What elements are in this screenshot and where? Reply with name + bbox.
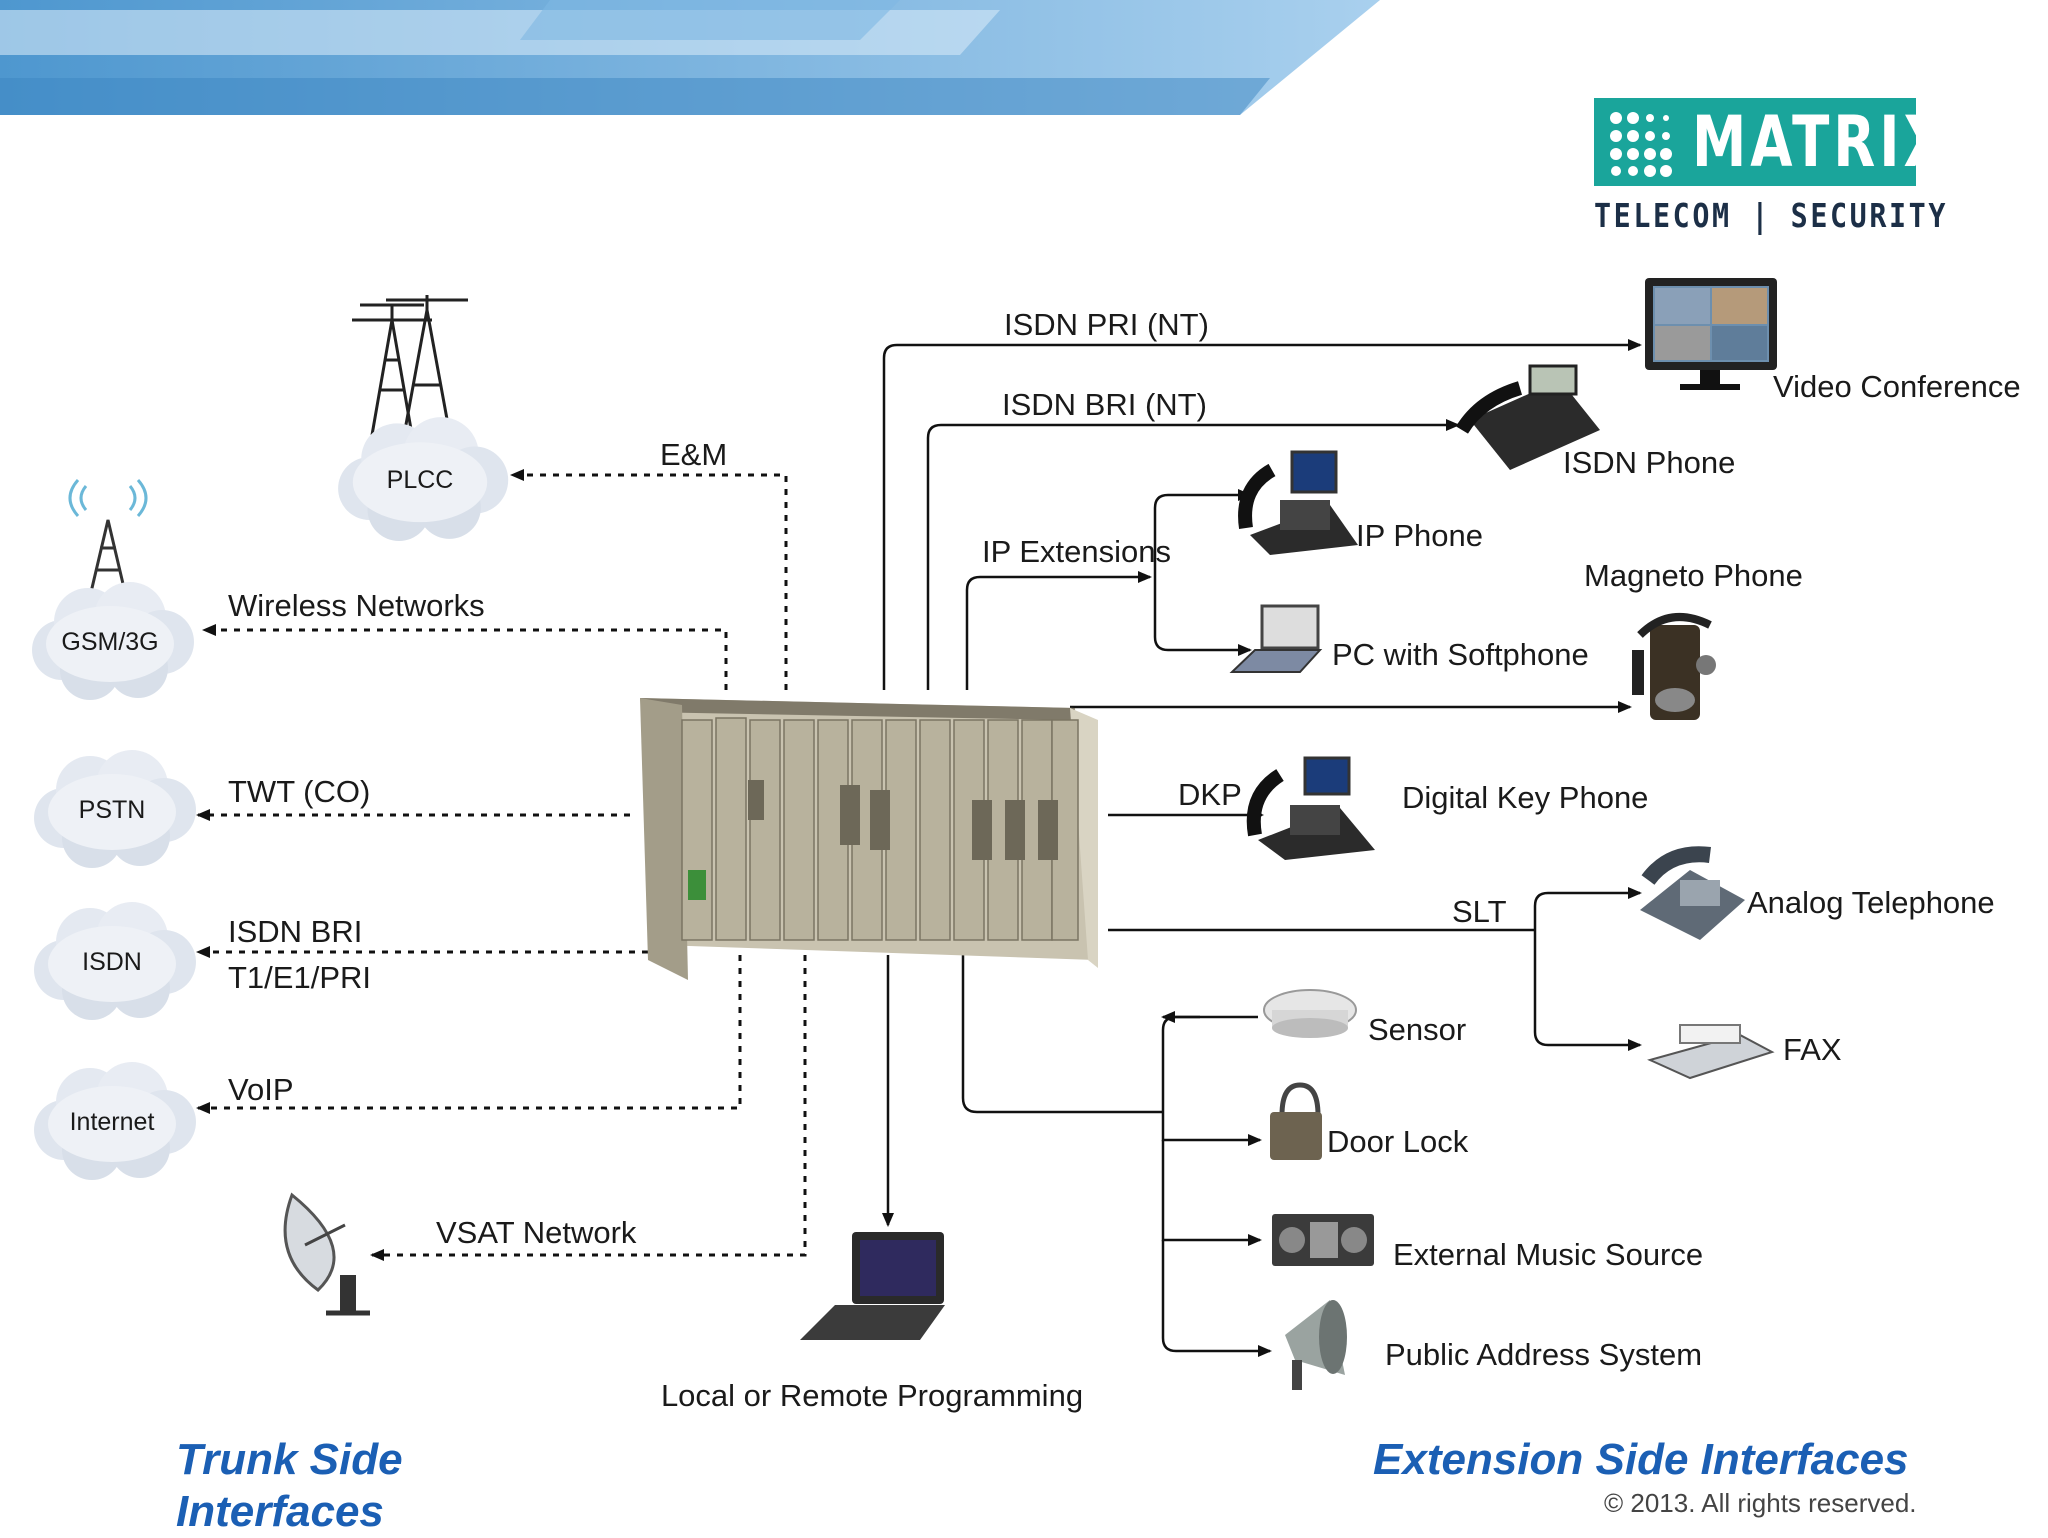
ip-phone-icon xyxy=(1238,450,1358,555)
dkp-label: DKP xyxy=(1178,777,1242,812)
isdn-label: ISDN xyxy=(82,948,142,976)
voip-label: VoIP xyxy=(228,1072,294,1107)
vsat-label: VSAT Network xyxy=(436,1215,637,1250)
isdn-phone-label: ISDN Phone xyxy=(1563,445,1735,480)
logo-brand: MATRIX xyxy=(1692,101,1950,183)
isdn-bri-nt-link xyxy=(926,419,1460,690)
cell-tower-icon xyxy=(68,479,148,606)
pc-branch xyxy=(1153,577,1252,656)
logo-dots-icon xyxy=(1610,112,1672,177)
em-label: E&M xyxy=(660,437,727,472)
gsm-cloud: GSM/3G xyxy=(32,479,194,700)
isdn-phone-icon xyxy=(1455,364,1600,470)
pstn-cloud: PSTN xyxy=(34,750,196,868)
t1e1-label: T1/E1/PRI xyxy=(228,960,371,995)
fax-branch xyxy=(1533,930,1642,1051)
ip-phone-branch xyxy=(1153,489,1252,577)
wireless-link xyxy=(202,624,728,690)
smoke-sensor-icon xyxy=(1263,989,1357,1038)
wireless-label: Wireless Networks xyxy=(228,588,485,623)
logo-badge: MATRIX xyxy=(1594,98,1946,186)
twt-label: TWT (CO) xyxy=(228,774,370,809)
magneto-label: Magneto Phone xyxy=(1584,558,1803,593)
top-banner xyxy=(0,0,1380,115)
isdn-bri-label: ISDN BRI xyxy=(228,914,362,949)
video-conference-icon xyxy=(1645,278,1777,390)
extension-side-title: Extension Side Interfaces xyxy=(1373,1435,1909,1484)
analog-telephone-icon xyxy=(1640,846,1745,940)
vsat-link xyxy=(370,955,807,1261)
gsm-label: GSM/3G xyxy=(61,628,158,656)
copyright-text: © 2013. All rights reserved. xyxy=(1604,1488,1917,1518)
slt-label: SLT xyxy=(1452,894,1507,929)
pa-label: Public Address System xyxy=(1385,1337,1702,1372)
door-lock-label: Door Lock xyxy=(1327,1124,1469,1159)
isdn-cloud: ISDN xyxy=(34,902,196,1020)
logo-tagline: TELECOM | SECURITY xyxy=(1594,196,1948,235)
fax-machine-icon xyxy=(1647,1024,1775,1080)
trunk-side-title: Trunk Side Interfaces xyxy=(176,1435,403,1536)
sensor-label: Sensor xyxy=(1368,1012,1466,1047)
pstn-label: PSTN xyxy=(79,796,146,824)
magneto-phone-icon xyxy=(1632,613,1716,720)
internet-label: Internet xyxy=(70,1108,155,1136)
isdn-pri-nt-link xyxy=(882,339,1642,690)
ip-phone-label: IP Phone xyxy=(1356,518,1483,553)
sensor-branch xyxy=(1161,1015,1258,1112)
internet-cloud: Internet xyxy=(34,1062,196,1180)
laptop-softphone-icon xyxy=(1229,604,1323,673)
music-branch xyxy=(1161,1140,1262,1246)
plcc-cloud: PLCC xyxy=(338,295,509,541)
music-label: External Music Source xyxy=(1393,1237,1703,1272)
satellite-dish-icon xyxy=(283,1192,370,1316)
door-lock-icon xyxy=(1270,1082,1322,1160)
plcc-label: PLCC xyxy=(387,466,454,494)
power-tower-icon xyxy=(352,295,468,436)
ip-ext-label: IP Extensions xyxy=(982,534,1171,569)
em-link xyxy=(510,469,788,690)
dkp-phone-label: Digital Key Phone xyxy=(1402,780,1648,815)
pa-branch xyxy=(1161,1240,1272,1357)
pbx-chassis xyxy=(640,698,1098,980)
isdn-pri-nt-label: ISDN PRI (NT) xyxy=(1004,307,1209,342)
analog-label: Analog Telephone xyxy=(1747,885,1995,920)
fax-label: FAX xyxy=(1783,1032,1842,1067)
video-conf-label: Video Conference xyxy=(1773,369,2021,404)
isdn-bri-nt-label: ISDN BRI (NT) xyxy=(1002,387,1207,422)
ip-ext-link xyxy=(965,571,1152,690)
music-system-icon xyxy=(1272,1214,1374,1266)
pc-softphone-label: PC with Softphone xyxy=(1332,637,1589,672)
programming-label: Local or Remote Programming xyxy=(661,1378,1083,1413)
door-lock-branch xyxy=(1161,1112,1262,1146)
programming-laptop-icon xyxy=(800,1232,945,1340)
aux-link xyxy=(961,955,1163,1114)
matrix-logo: MATRIX TELECOM | SECURITY xyxy=(1594,98,1946,240)
digital-key-phone-icon xyxy=(1246,756,1375,860)
analog-branch xyxy=(1533,887,1642,930)
pa-horn-icon xyxy=(1285,1300,1347,1390)
